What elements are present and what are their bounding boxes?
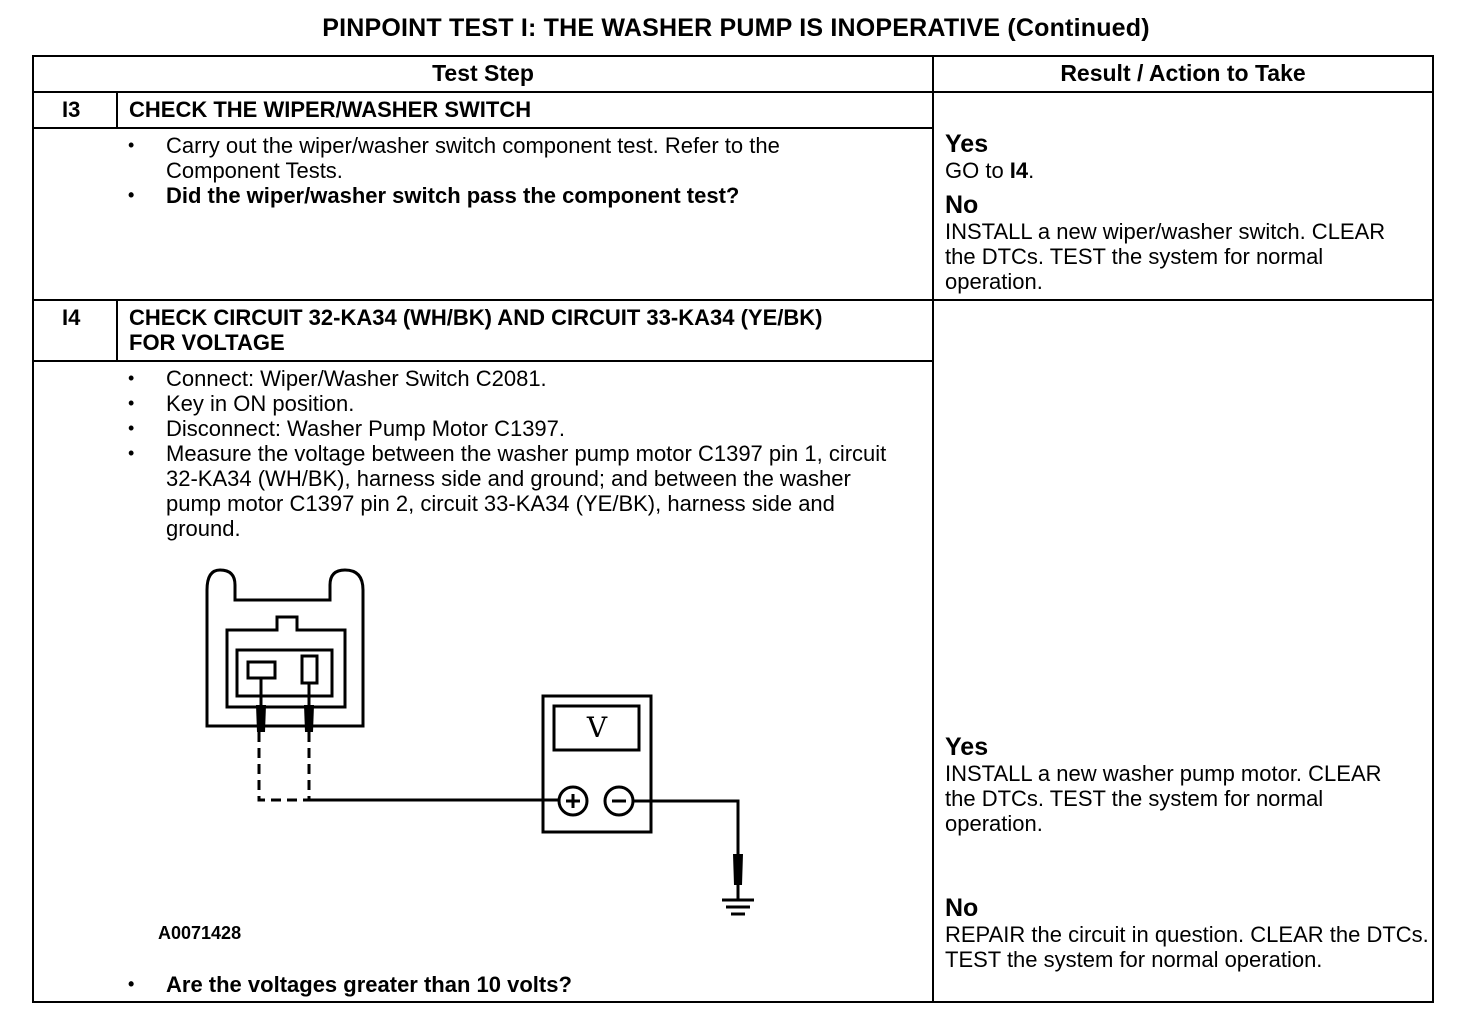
figure-id: A0071428: [158, 923, 242, 943]
step-i4-no-label: No: [945, 894, 979, 922]
pin-1: [246, 660, 277, 680]
step-i3-title-divider: [32, 127, 934, 129]
list-item-question: Did the wiper/washer switch pass the com…: [128, 183, 888, 208]
step-i3-id: I3: [62, 97, 81, 122]
step-i3-id-divider: [116, 91, 118, 128]
voltmeter-symbol: V: [586, 711, 608, 744]
pin-1-dashed-lead: [257, 732, 309, 802]
page-title: PINPOINT TEST I: THE WASHER PUMP IS INOP…: [322, 14, 1150, 42]
list-item: Measure the voltage between the washer p…: [128, 441, 888, 541]
step-reference: I4: [1009, 158, 1029, 183]
ground-lead-wire: [633, 799, 740, 885]
list-item: Disconnect: Washer Pump Motor C1397.: [128, 416, 888, 441]
header-divider: [32, 91, 1434, 93]
step-i3-yes-label: Yes: [945, 130, 989, 158]
row-divider: [32, 299, 1434, 301]
voltmeter-display: [552, 704, 641, 752]
list-item: Connect: Wiper/Washer Switch C2081.: [128, 366, 888, 391]
connector-housing: [205, 568, 365, 728]
step-i3-bullets: Carry out the wiper/washer switch compon…: [128, 133, 888, 208]
header-result: Result / Action to Take: [1060, 60, 1306, 86]
terminal-symbols: [566, 794, 626, 808]
step-i4-yes-label: Yes: [945, 733, 989, 761]
pin-cavity: [235, 648, 334, 698]
yes-text: GO to: [945, 158, 1010, 183]
step-i4-yes-text: INSTALL a new washer pump motor. CLEAR t…: [945, 761, 1382, 836]
step-i3-title: CHECK THE WIPER/WASHER SWITCH: [129, 97, 532, 122]
table-border-right: [1432, 55, 1434, 1003]
circuit-diagram: V: [205, 568, 754, 916]
table-border-bottom: [32, 1001, 1434, 1003]
step-i4-question: Are the voltages greater than 10 volts?: [128, 972, 888, 997]
connector-face: [225, 615, 347, 709]
column-divider: [932, 55, 934, 1003]
positive-terminal: [557, 785, 589, 817]
header-test-step: Test Step: [432, 60, 534, 86]
step-i3-yes-text: GO to I4.: [945, 158, 1415, 183]
step-i4-id-divider: [116, 299, 118, 361]
list-item-question: Are the voltages greater than 10 volts?: [128, 972, 888, 997]
step-i4-bullets: Connect: Wiper/Washer Switch C2081. Key …: [128, 366, 888, 541]
yes-text-end: .: [1028, 158, 1035, 183]
step-i4-no-text: REPAIR the circuit in question. CLEAR th…: [945, 922, 1429, 972]
table-border-top: [32, 55, 1434, 57]
pin-2: [300, 654, 319, 685]
step-i4-title-divider: [32, 360, 934, 362]
step-i4-title: CHECK CIRCUIT 32-KA34 (WH/BK) AND CIRCUI…: [129, 305, 823, 355]
table-border-left: [32, 55, 34, 1003]
step-i4-id: I4: [62, 305, 81, 330]
voltmeter-body: [541, 694, 653, 834]
ground-symbol: [722, 885, 754, 916]
step-i3-no-label: No: [945, 191, 979, 219]
step-i3-no-text: INSTALL a new wiper/washer switch. CLEAR…: [945, 219, 1386, 294]
list-item: Key in ON position.: [128, 391, 888, 416]
probe-tips: [256, 705, 743, 885]
list-item: Carry out the wiper/washer switch compon…: [128, 133, 888, 183]
